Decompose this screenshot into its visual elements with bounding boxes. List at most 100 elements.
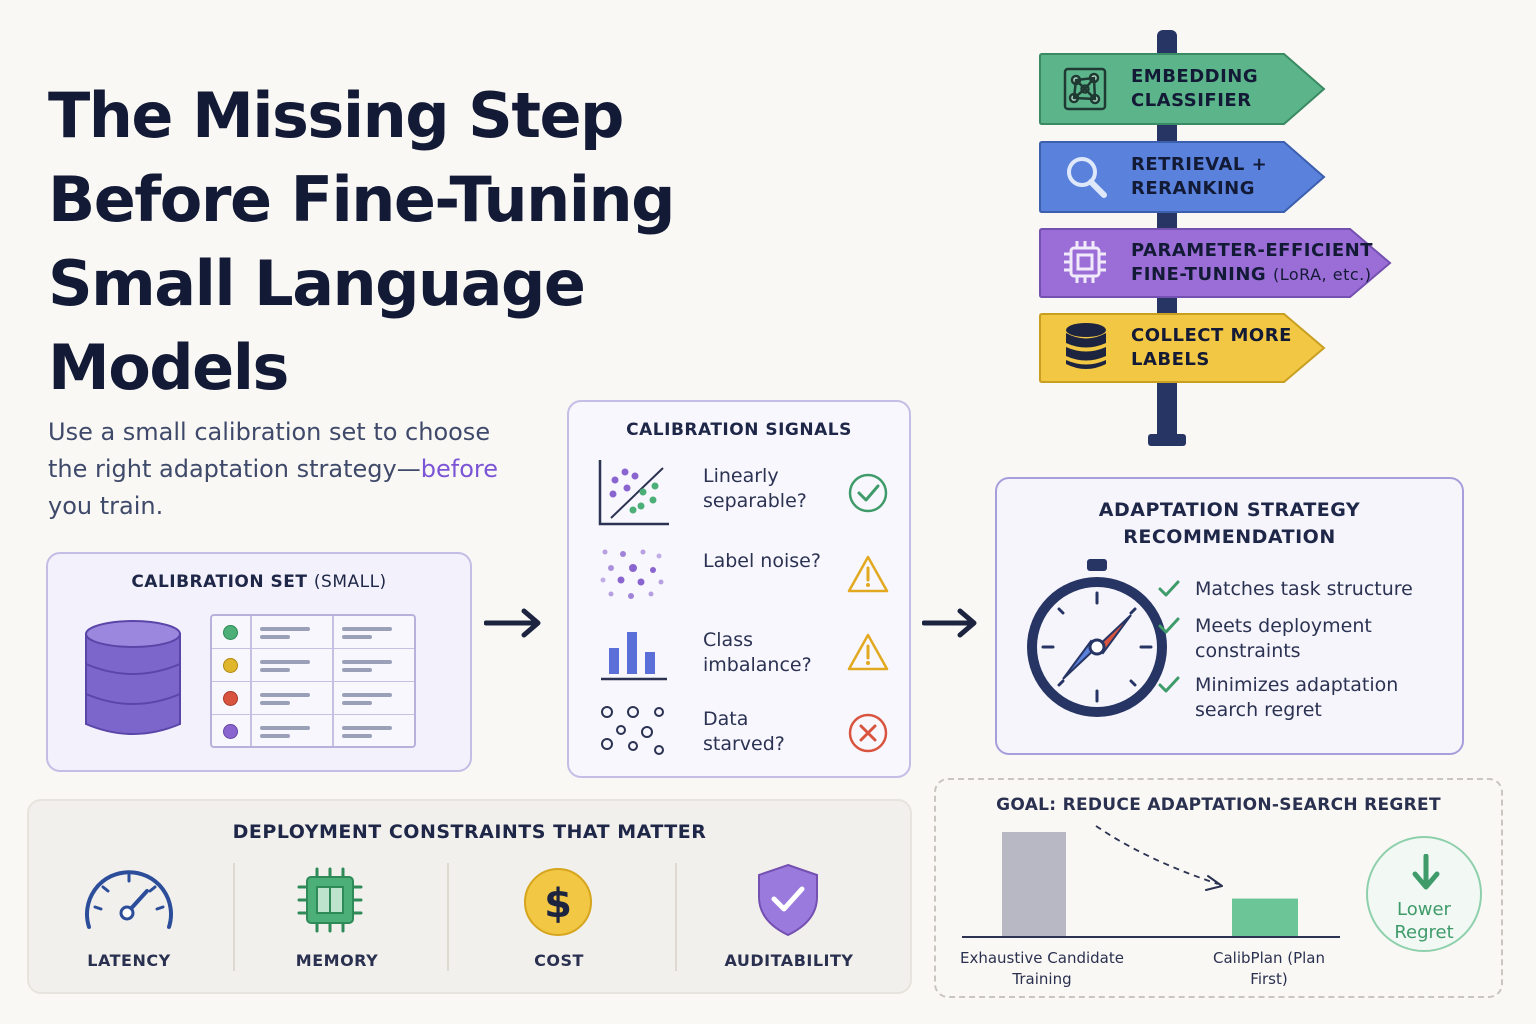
signal-label-data-starved: Data starved? (703, 708, 785, 755)
row-dot (223, 724, 238, 739)
goal-title: GOAL: REDUCE ADAPTATION-SEARCH REGRET (996, 795, 1441, 815)
svg-text:$: $ (544, 881, 572, 927)
sign-shape (1039, 141, 1326, 213)
sign-label-main: PARAMETER-EFFICIENT FINE-TUNING (1131, 240, 1374, 285)
search-icon (1067, 157, 1107, 198)
sign-embedding-classifier[interactable]: EMBEDDING CLASSIFIER (1038, 52, 1328, 126)
sign-shape (1039, 53, 1326, 125)
constraint-label: MEMORY (295, 951, 379, 970)
lower-regret-text: Lower Regret (1394, 899, 1454, 943)
database-icon (1066, 323, 1106, 369)
error-icon (848, 713, 888, 753)
deployment-constraints-panel: DEPLOYMENT CONSTRAINTS THAT MATTER LATEN… (27, 799, 912, 994)
subtitle-highlight: before (420, 455, 498, 483)
row-dot (223, 658, 238, 673)
sign-label: EMBEDDING CLASSIFIER (1131, 66, 1259, 111)
sign-shape (1039, 313, 1326, 383)
strategy-recommendation-panel: ADAPTATION STRATEGY RECOMMENDATION Match… (995, 477, 1464, 755)
strategy-check-label: Matches task structure (1195, 578, 1413, 600)
goal-panel: GOAL: REDUCE ADAPTATION-SEARCH REGRET Ex… (934, 778, 1503, 998)
cell-line (260, 635, 290, 639)
strategy-check-item: Matches task structure (1158, 577, 1413, 602)
calibration-signals-title: CALIBRATION SIGNALS (626, 420, 852, 440)
sign-label: PARAMETER-EFFICIENT FINE-TUNING (LoRA, e… (1131, 239, 1394, 287)
subtitle-text: Use a small calibration set to choose th… (48, 418, 491, 483)
chip-icon (297, 867, 363, 933)
strategy-check-item: Minimizes adaptation search regret (1158, 673, 1425, 723)
sign-label-suffix: (LoRA, etc.) (1272, 265, 1372, 284)
subtitle-tail: you train. (48, 492, 164, 520)
cell-line (260, 701, 290, 705)
regret-bar (1002, 832, 1066, 936)
sign-shape (1039, 228, 1392, 298)
signal-label-class-imbalance: Class imbalance? (703, 629, 812, 676)
cell-line (260, 734, 290, 738)
arrowhead-icon (1205, 875, 1223, 891)
cell-line (342, 734, 372, 738)
divider (447, 863, 449, 971)
constraints-title: DEPLOYMENT CONSTRAINTS THAT MATTER (232, 821, 707, 843)
arrow-right-icon (922, 608, 977, 638)
strategy-title: ADAPTATION STRATEGY RECOMMENDATION (1098, 499, 1361, 548)
signpost-base (1148, 434, 1186, 446)
cell-line (342, 660, 392, 664)
sign-label: COLLECT MORE LABELS (1131, 325, 1292, 370)
regret-chart (962, 825, 1340, 938)
table-row (212, 649, 414, 682)
signal-label-linearly-separable: Linearly separable? (703, 465, 807, 512)
page-title: The Missing Step Before Fine-Tuning Smal… (48, 79, 676, 404)
constraint-label: LATENCY (87, 951, 171, 970)
dashed-trend-arrow (1095, 825, 1219, 885)
arrow-down-icon (1412, 854, 1440, 890)
cell-line (260, 660, 310, 664)
sign-collect-labels[interactable]: COLLECT MORE LABELS (1038, 312, 1328, 384)
strategy-check-label: Minimizes adaptation search regret (1195, 674, 1399, 721)
shield-check-icon (758, 863, 818, 937)
bar-label-calibplan: CalibPlan (Plan First) (1213, 949, 1325, 988)
warning-icon (847, 555, 889, 593)
cell-line (342, 693, 392, 697)
cell-line (342, 726, 392, 730)
network-icon (1063, 67, 1107, 111)
check-icon (1158, 580, 1180, 597)
calibration-set-title-suffix: (SMALL) (313, 572, 387, 592)
data-starved-icon (601, 706, 664, 755)
table-row (212, 616, 414, 649)
sign-peft[interactable]: PARAMETER-EFFICIENT FINE-TUNING (LoRA, e… (1038, 227, 1394, 299)
calibration-table (210, 614, 416, 748)
cell-line (260, 668, 290, 672)
database-icon (85, 620, 181, 735)
table-row (212, 682, 414, 715)
scatter-separable-icon (598, 460, 669, 526)
row-dot (223, 691, 238, 706)
sign-label: RETRIEVAL + RERANKING (1131, 154, 1268, 199)
table-row (212, 715, 414, 748)
constraint-label: COST (534, 951, 584, 970)
chip-icon (1064, 241, 1106, 283)
calibration-signals-panel: CALIBRATION SIGNALS Linearly separable? … (567, 400, 911, 778)
cell-line (342, 701, 372, 705)
cell-line (260, 693, 310, 697)
sign-retrieval-reranking[interactable]: RETRIEVAL + RERANKING (1038, 140, 1328, 214)
warning-icon (847, 633, 889, 671)
strategy-check-label: Meets deployment constraints (1195, 615, 1372, 662)
arrow-right-icon (484, 608, 541, 638)
calibration-set-title-main: CALIBRATION SET (131, 572, 308, 592)
constraint-label: AUDITABILITY (724, 951, 854, 970)
check-icon (1158, 617, 1180, 634)
regret-bar (1232, 898, 1298, 936)
check-icon (1158, 676, 1180, 693)
signal-label-label-noise: Label noise? (703, 550, 821, 572)
cell-line (342, 635, 372, 639)
strategy-check-item: Meets deployment constraints (1158, 614, 1415, 664)
bar-label-exhaustive: Exhaustive Candidate Training (960, 949, 1124, 988)
calibration-set-title: CALIBRATION SET (SMALL) (48, 572, 470, 592)
divider (675, 863, 677, 971)
cell-line (260, 726, 310, 730)
cell-line (342, 627, 392, 631)
dollar-icon: $ (524, 868, 592, 936)
lower-regret-badge: Lower Regret (1366, 836, 1482, 952)
subtitle: Use a small calibration set to choose th… (48, 414, 528, 525)
divider (233, 863, 235, 971)
compass-icon (1027, 559, 1167, 717)
